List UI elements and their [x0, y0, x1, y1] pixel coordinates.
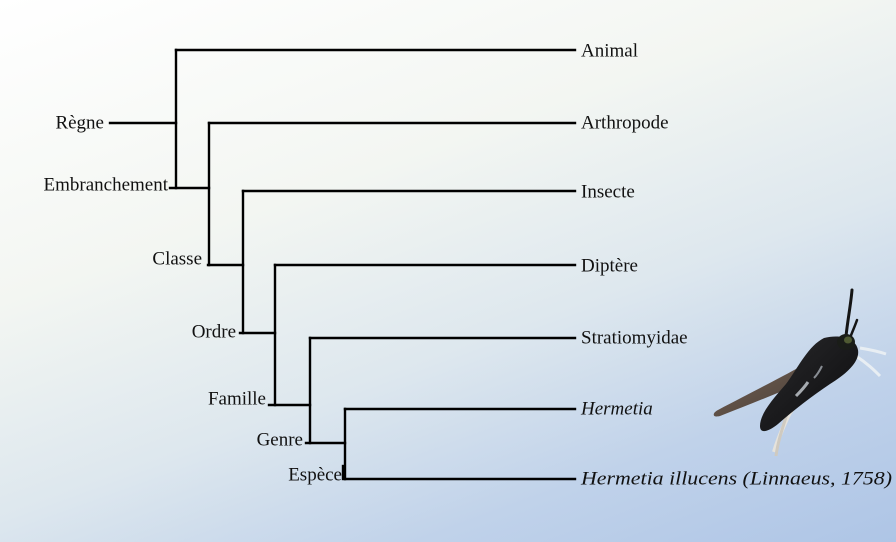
rank-label-famille: Famille — [208, 389, 266, 410]
taxon-label-arthropode: Arthropode — [581, 113, 669, 134]
taxon-label-stratiomyidae: Stratiomyidae — [581, 328, 688, 349]
taxon-label-hermetia: Hermetia — [580, 399, 653, 420]
black-soldier-fly-image — [714, 290, 886, 456]
rank-label-espece: Espèce — [288, 465, 342, 486]
taxon-label-hermetia-illucens: Hermetia illucens (Linnaeus, 1758) — [580, 469, 892, 490]
taxon-label-animal: Animal — [581, 41, 638, 62]
rank-label-embranchement: Embranchement — [43, 175, 168, 196]
rank-label-genre: Genre — [257, 430, 303, 451]
rank-label-regne: Règne — [55, 113, 104, 134]
rank-label-ordre: Ordre — [192, 322, 236, 343]
rank-label-classe: Classe — [152, 249, 202, 270]
taxon-labels: Animal Arthropode Insecte Diptère Strati… — [580, 41, 892, 490]
taxon-label-diptere: Diptère — [581, 256, 638, 277]
taxon-label-insecte: Insecte — [581, 182, 635, 203]
rank-labels: Règne Embranchement Classe Ordre Famille… — [43, 113, 342, 486]
